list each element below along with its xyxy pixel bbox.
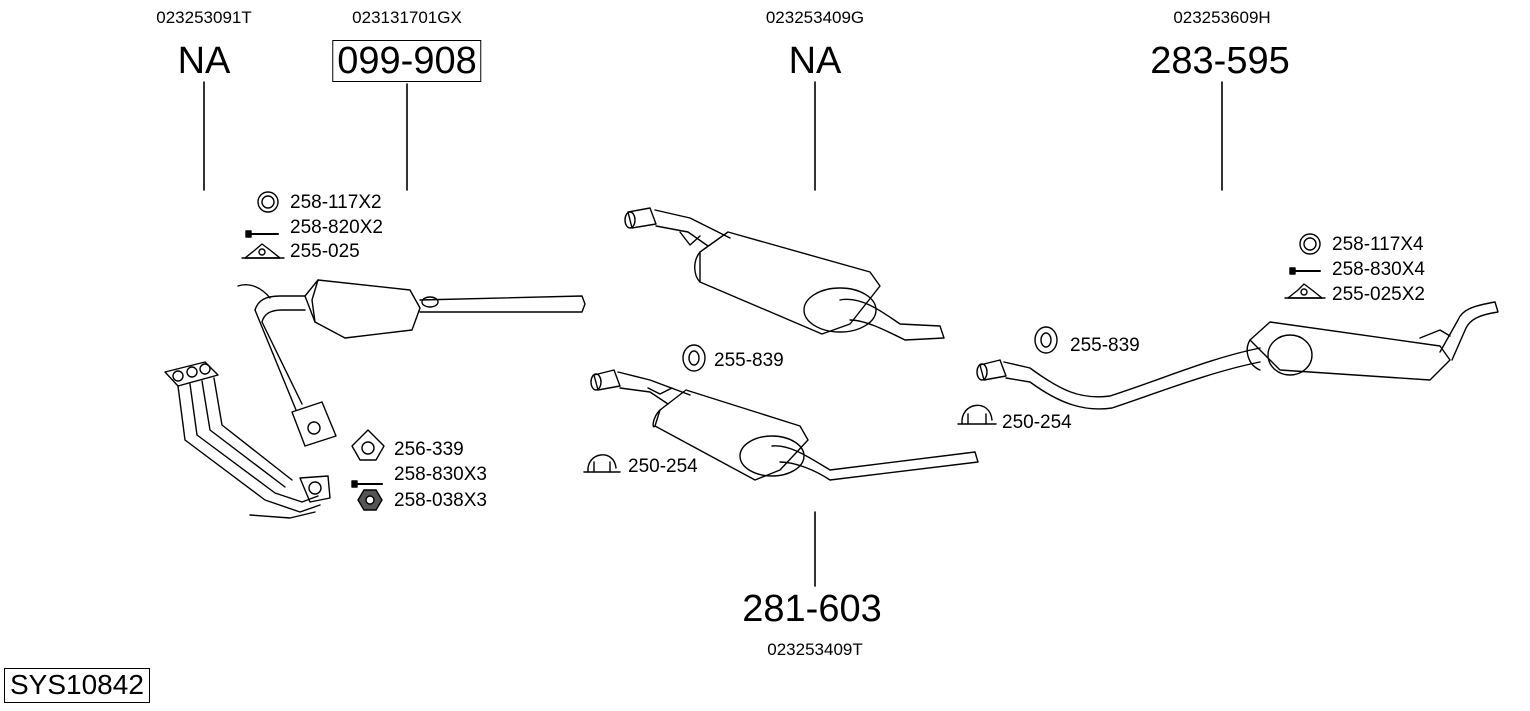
hanger-icon — [1284, 283, 1326, 299]
oem-number-catalytic-converter: 023131701GX — [352, 8, 462, 27]
accessory-label-mid-ring[interactable]: 255-839 — [714, 350, 784, 371]
system-code: SYS10842 — [4, 668, 150, 703]
rear-silencer-drawing — [976, 301, 1499, 410]
accessory-label-fp-nut[interactable]: 258-038X3 — [394, 490, 487, 511]
rubber-ring-icon — [682, 344, 706, 372]
accessory-label-fp-gasket[interactable]: 256-339 — [394, 439, 464, 460]
part-number-front-pipe[interactable]: NA — [177, 40, 231, 82]
part-number-catalytic-converter[interactable]: 099-908 — [332, 40, 482, 82]
accessory-label-rear-clamp[interactable]: 250-254 — [1002, 412, 1072, 433]
accessory-label-rear-flange-ring[interactable]: 258-117X4 — [1332, 234, 1424, 255]
nut-icon — [357, 489, 383, 511]
leader-lines — [203, 81, 1223, 587]
bolt-icon — [245, 230, 279, 238]
hanger-icon — [241, 243, 285, 259]
part-number-middle-silencer-alt[interactable]: 281-603 — [742, 588, 882, 630]
bolt-icon — [1289, 267, 1321, 275]
clamp-icon — [957, 404, 997, 425]
middle-silencer-alt-drawing — [590, 369, 979, 481]
oem-number-rear-silencer: 023253609H — [1173, 8, 1271, 27]
ring-icon — [257, 191, 279, 213]
gasket-icon — [351, 429, 385, 461]
catalytic-converter-drawing — [237, 279, 586, 447]
accessory-label-mid-clamp[interactable]: 250-254 — [628, 456, 698, 477]
clamp-icon — [583, 454, 621, 473]
oem-number-front-pipe: 023253091T — [156, 8, 252, 27]
accessory-label-rear-bolt[interactable]: 258-830X4 — [1332, 259, 1425, 280]
bolt-icon — [351, 480, 383, 488]
accessory-label-cat-hanger[interactable]: 255-025 — [290, 241, 360, 262]
oem-number-middle-silencer-alt: 023253409T — [767, 640, 863, 659]
accessory-label-cat-ring[interactable]: 258-117X2 — [290, 192, 382, 213]
accessory-label-cat-bolt[interactable]: 258-820X2 — [290, 217, 383, 238]
front-pipe-drawing — [164, 361, 331, 519]
accessory-label-rear-ring[interactable]: 255-839 — [1070, 335, 1140, 356]
part-number-rear-silencer[interactable]: 283-595 — [1150, 40, 1290, 82]
ring-icon — [1299, 233, 1321, 255]
accessory-label-fp-bolt[interactable]: 258-830X3 — [394, 464, 487, 485]
rubber-ring-icon — [1034, 326, 1058, 354]
part-number-middle-silencer[interactable]: NA — [788, 40, 842, 82]
middle-silencer-drawing — [624, 207, 945, 341]
accessory-label-rear-hanger[interactable]: 255-025X2 — [1332, 284, 1425, 305]
oem-number-middle-silencer: 023253409G — [765, 8, 865, 27]
